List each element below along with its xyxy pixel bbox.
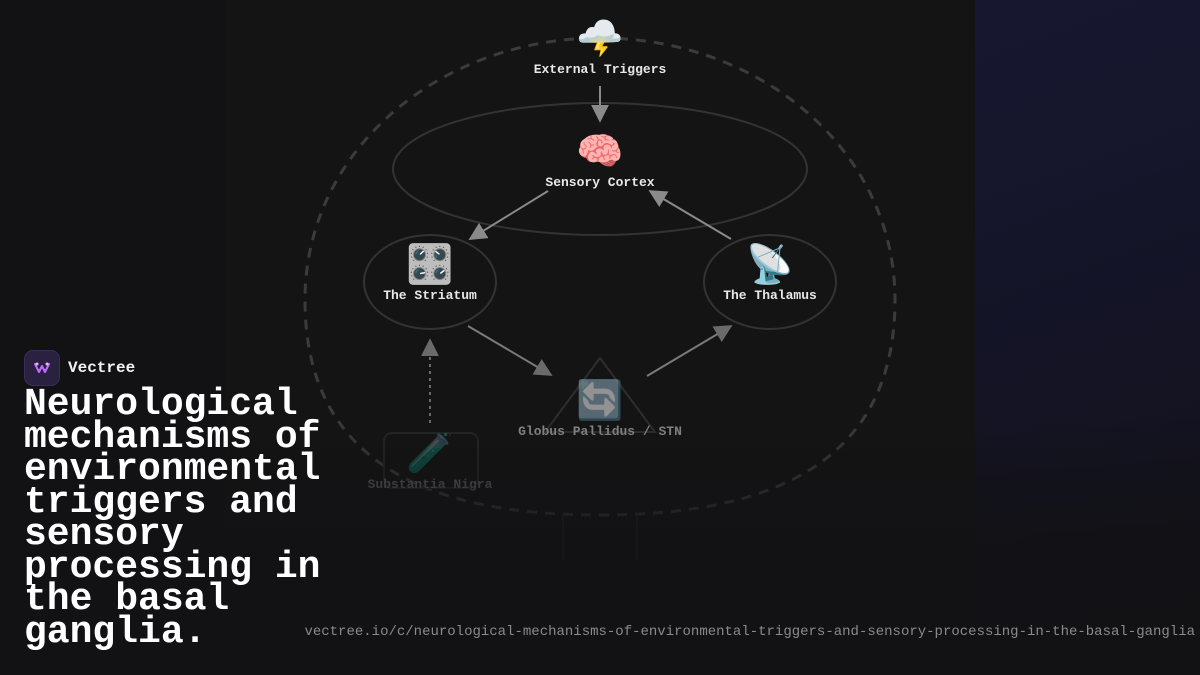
brand-name: Vectree bbox=[68, 359, 136, 377]
brand: Vectree bbox=[24, 350, 135, 386]
node-external-triggers: 🌩️ External Triggers bbox=[534, 16, 667, 77]
node-striatum: 🎛️ The Striatum bbox=[383, 242, 477, 303]
node-label: External Triggers bbox=[533, 62, 667, 77]
striatum-ring bbox=[363, 234, 497, 330]
control-knobs-icon: 🎛️ bbox=[406, 242, 454, 286]
node-globus-pallidus: 🔄 Globus Pallidus / STN bbox=[518, 378, 682, 439]
satellite-dish-icon: 📡 bbox=[746, 242, 794, 286]
vectree-logo-icon bbox=[24, 350, 60, 386]
node-substantia-nigra: 🧪 Substantia Nigra bbox=[368, 431, 493, 492]
page-url: vectree.io/c/neurological-mechanisms-of-… bbox=[304, 624, 1195, 640]
edge-cortex-to-striatum bbox=[468, 190, 549, 240]
test-tube-icon: 🧪 bbox=[406, 431, 454, 475]
cycle-arrows-icon: 🔄 bbox=[576, 378, 624, 422]
node-sensory-cortex: 🧠 Sensory Cortex bbox=[545, 129, 654, 190]
page-title: Neurological mechanisms of environmental… bbox=[24, 383, 321, 654]
node-label: The Thalamus bbox=[723, 288, 817, 303]
edge-thalamus-to-cortex bbox=[648, 190, 732, 240]
node-label: Globus Pallidus / STN bbox=[518, 424, 682, 439]
edge-pallidus-to-thalamus bbox=[646, 325, 733, 377]
edge-striatum-to-pallidus bbox=[467, 325, 553, 376]
storm-cloud-icon: 🌩️ bbox=[576, 16, 624, 60]
thalamus-ring bbox=[703, 234, 837, 330]
node-label: Sensory Cortex bbox=[545, 175, 655, 190]
node-thalamus: 📡 The Thalamus bbox=[723, 242, 817, 303]
brain-icon: 🧠 bbox=[576, 129, 624, 173]
node-label: Substantia Nigra bbox=[367, 477, 493, 492]
node-label: The Striatum bbox=[383, 288, 477, 303]
